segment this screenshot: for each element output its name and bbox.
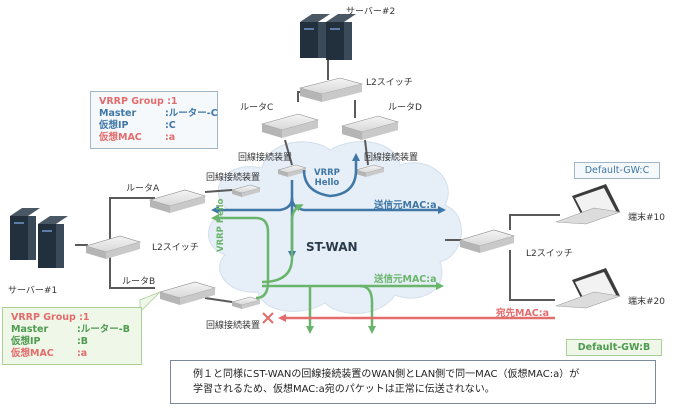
server-1-label: サーバー#1: [8, 286, 58, 296]
vrrp-master-row: Master :ルーター-C: [99, 108, 218, 120]
note-line-2: 学習されるため、仮想MAC:a宛のパケットは正常に伝送されない。: [193, 384, 495, 395]
virtual-ip-key: 仮想IP: [11, 336, 41, 347]
virtual-mac-value: :a: [165, 132, 176, 143]
line-device-d-label: 回線接続装置: [364, 153, 419, 163]
master-value: :ルーター-B: [77, 324, 130, 335]
wan-cloud: [207, 141, 462, 314]
router-b-label: ルータB: [122, 277, 156, 287]
dst-mac-red-label: 宛先MAC:a: [496, 308, 549, 319]
l2-switch-top-icon: [298, 77, 364, 102]
router-a-icon: [148, 189, 207, 213]
vrrp-info-box-router-c: VRRP Group :1 Master :ルーター-C 仮想IP :C 仮想MAC…: [90, 91, 218, 149]
l2-switch-top-label: L2スイッチ: [366, 78, 413, 88]
terminal-10-laptop-icon: [555, 184, 621, 225]
l2-switch-left-icon: [84, 235, 142, 259]
default-gw-b-box: Default-GW:B: [566, 339, 662, 356]
red-flow: [262, 312, 555, 324]
server-2-label: サーバー#2: [346, 7, 396, 17]
vrrp-hello-top-label: VRRP Hello: [314, 168, 340, 188]
virtual-ip-key: 仮想IP: [99, 120, 129, 131]
l2-switch-right-icon: [458, 229, 516, 253]
virtual-ip-value: :B: [77, 336, 89, 347]
vrrp-master-row: Master :ルーター-B: [11, 324, 133, 336]
master-key: Master: [99, 108, 137, 119]
green-flows: [211, 204, 444, 334]
vrrp-group-title: VRRP Group :1: [11, 312, 90, 323]
line-device-a-label: 回線接続装置: [206, 173, 261, 183]
vrrp-box-b-pointer: [139, 291, 161, 313]
terminal-10-label: 端末#10: [628, 213, 665, 223]
vrrp-hello-left-label: VRRP Hello: [216, 198, 226, 252]
router-c-icon: [260, 113, 320, 138]
l2-switch-right-label: L2スイッチ: [526, 249, 573, 259]
router-c-label: ルータC: [240, 103, 274, 113]
virtual-mac-key: 仮想MAC: [11, 348, 54, 359]
virtual-ip-value: :C: [165, 120, 176, 131]
router-b-icon: [158, 281, 217, 305]
vrrp-hello-top-line-1: VRRP: [314, 168, 340, 178]
line-device-b-icon: [231, 296, 261, 309]
src-mac-green-label: 送信元MAC:a: [374, 274, 437, 285]
l2-switch-left-label: L2スイッチ: [152, 243, 199, 253]
terminal-20-laptop-icon: [555, 268, 621, 309]
blocked-x-icon: [262, 312, 274, 324]
vrrp-group-title: VRRP Group :1: [99, 96, 178, 107]
master-key: Master: [11, 324, 49, 335]
server-2-icon: [300, 14, 356, 60]
terminal-20-label: 端末#20: [628, 297, 665, 307]
router-a-label: ルータA: [126, 184, 160, 194]
virtual-mac-value: :a: [77, 348, 88, 359]
server-1-icon: [10, 208, 68, 268]
wan-label: ST-WAN: [306, 240, 358, 254]
vrrp-vip-row: 仮想IP :B: [11, 336, 133, 348]
vrrp-info-box-router-b: VRRP Group :1 Master :ルーター-B 仮想IP :B 仮想MAC…: [2, 307, 142, 365]
vrrp-hello-top-line-2: Hello: [314, 178, 340, 188]
master-value: :ルーター-C: [165, 108, 218, 119]
router-d-icon: [340, 115, 400, 140]
line-device-d-icon: [355, 164, 385, 177]
line-device-c-label: 回線接続装置: [238, 153, 293, 163]
virtual-mac-key: 仮想MAC: [99, 132, 142, 143]
src-mac-blue-label: 送信元MAC:a: [374, 200, 437, 211]
explanation-note: 例１と同様にST-WANの回線接続装置のWAN側とLAN側で同一MAC（仮想MA…: [170, 360, 656, 404]
vrrp-vmac-row: 仮想MAC :a: [99, 132, 209, 144]
vrrp-vmac-row: 仮想MAC :a: [11, 348, 133, 360]
router-d-label: ルータD: [388, 103, 422, 113]
line-device-b-label: 回線接続装置: [206, 321, 261, 331]
line-device-c-icon: [277, 164, 307, 177]
line-device-a-icon: [231, 184, 261, 197]
note-line-1: 例１と同様にST-WANの回線接続装置のWAN側とLAN側で同一MAC（仮想MA…: [193, 369, 580, 380]
vrrp-vip-row: 仮想IP :C: [99, 120, 209, 132]
default-gw-c-box: Default-GW:C: [574, 162, 660, 179]
